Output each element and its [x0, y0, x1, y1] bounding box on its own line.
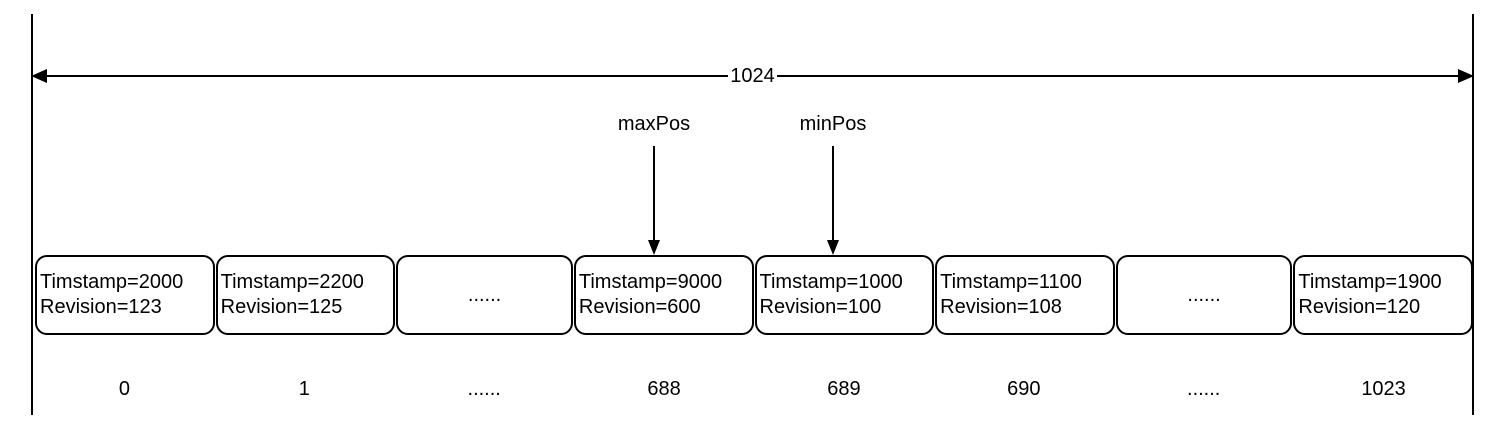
down-arrow-icon: [648, 146, 660, 255]
min-pos-label: minPos: [799, 113, 867, 135]
buffer-cell: Timstamp=9000 Revision=600: [573, 255, 754, 335]
max-pos-pointer: maxPos: [594, 112, 714, 255]
span-line-left: [47, 75, 729, 77]
cell-index: ......: [1187, 378, 1221, 400]
cell-index: ......: [467, 378, 501, 400]
cell-timestamp: Timstamp=2000: [40, 271, 184, 293]
index-row: 0 1 ...... 688 689 690 ...... 1023: [35, 376, 1473, 402]
cell-index: 690: [1007, 378, 1041, 400]
cell-timestamp: Timstamp=9000: [578, 271, 723, 293]
min-pos-pointer: minPos: [773, 112, 893, 255]
buffer-cell-ellipsis: ......: [396, 255, 573, 335]
cell-timestamp: Timstamp=1100: [940, 271, 1082, 293]
cell-revision: Revision=600: [578, 296, 701, 318]
cell-index: 1023: [1361, 378, 1406, 400]
cell-ellipsis-text: ......: [467, 283, 502, 306]
cell-index: 689: [827, 378, 861, 400]
span-line-right: [776, 75, 1458, 77]
cell-timestamp: Timstamp=2200: [220, 271, 364, 293]
buffer-cell: Timstamp=1900 Revision=120: [1293, 255, 1473, 335]
max-pos-label: maxPos: [617, 113, 691, 135]
buffer-cell: Timstamp=2200 Revision=125: [215, 255, 396, 335]
cell-index: 1: [298, 378, 310, 400]
cell-ellipsis-text: ......: [1187, 283, 1221, 306]
cell-index: 0: [118, 378, 130, 400]
cell-index: 688: [647, 378, 681, 400]
cell-revision: Revision=120: [1298, 296, 1421, 318]
buffer-left-boundary-line: [31, 14, 33, 415]
buffer-cell-ellipsis: ......: [1115, 255, 1293, 335]
cell-revision: Revision=125: [220, 296, 343, 318]
buffer-cell: Timstamp=1000 Revision=100: [754, 255, 935, 335]
arrow-right-icon: [1458, 69, 1474, 83]
buffer-right-boundary-line: [1472, 14, 1474, 415]
buffer-cells-row: Timstamp=2000 Revision=123 Timstamp=2200…: [35, 255, 1473, 335]
cell-timestamp: Timstamp=1000: [759, 271, 903, 293]
capacity-span-arrow: 1024: [31, 66, 1474, 86]
down-arrow-icon: [827, 146, 839, 255]
cell-revision: Revision=108: [940, 296, 1062, 318]
capacity-label: 1024: [730, 65, 775, 87]
arrow-left-icon: [31, 69, 47, 83]
buffer-cell: Timstamp=1100 Revision=108: [935, 255, 1115, 335]
cell-revision: Revision=123: [40, 296, 162, 318]
cell-timestamp: Timstamp=1900: [1298, 271, 1442, 293]
cell-revision: Revision=100: [759, 296, 882, 318]
buffer-cell: Timstamp=2000 Revision=123: [35, 255, 215, 335]
